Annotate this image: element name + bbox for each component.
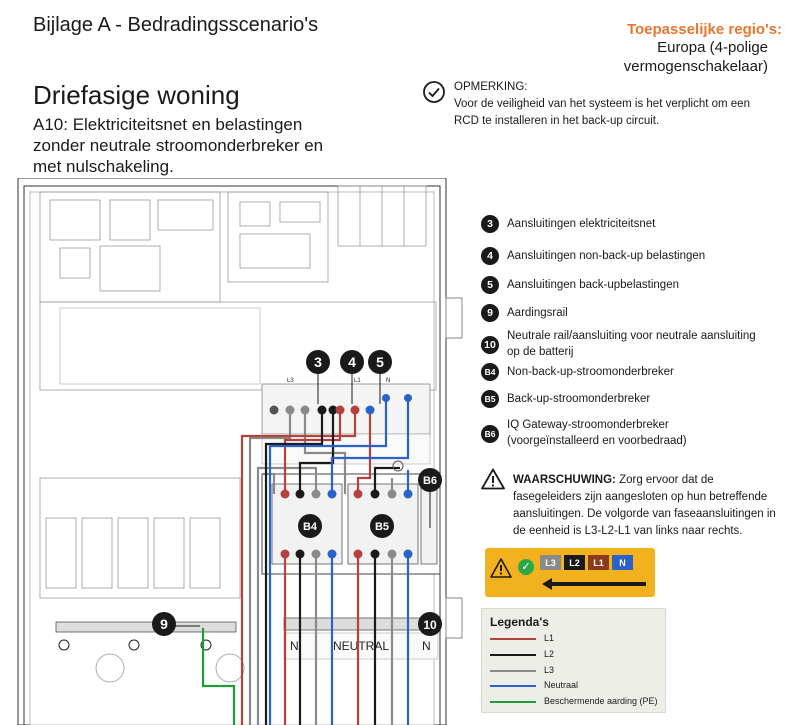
legend-item-text: Back-up-stroomonderbreker [507, 393, 651, 405]
terminal-label-l3: L3 [287, 378, 294, 384]
legend-item-text: Aardingsrail [507, 307, 568, 319]
arrow-left-icon [542, 578, 646, 590]
section-title: Driefasige woning [33, 80, 240, 110]
wire-l3 [303, 410, 347, 494]
wire-label-neutral: Neutraal [544, 680, 579, 690]
phase-label-l2: L2 [564, 555, 585, 570]
phase-label-n: N [612, 555, 633, 570]
callout-badge: B6 [481, 425, 499, 443]
wire-l3 [248, 410, 292, 725]
legend-item: B4 Non-back-up-stroomonderbreker [481, 363, 674, 381]
wire-legend: Legenda's L1 L2 L3 Neutraal Beschermende… [481, 608, 666, 713]
svg-text:5: 5 [376, 354, 384, 370]
neutral-rail-label-n-left: N [290, 639, 299, 653]
svg-text:B4: B4 [303, 521, 318, 533]
wire-swatch-l3 [490, 670, 536, 672]
note-text: Voor de veiligheid van het systeem is he… [454, 98, 750, 127]
wiring-diagram: L3 L1 N N NEUTRAL N [17, 178, 463, 725]
callout-badge: B5 [481, 390, 499, 408]
wire-l1 [240, 410, 357, 725]
svg-text:10: 10 [423, 618, 437, 632]
legend-item-text: Neutrale rail/aansluiting voor neutrale … [507, 330, 756, 358]
callout-badge: 5 [481, 276, 499, 294]
wire-label-pe: Beschermende aarding (PE) [544, 696, 658, 706]
terminal-screws [269, 394, 413, 559]
check-badge-icon: ✓ [518, 559, 534, 575]
wire-l2 [298, 410, 335, 494]
warning-triangle-icon [481, 468, 505, 490]
wire-label-l3: L3 [544, 665, 555, 675]
wire-neutral [330, 398, 410, 494]
svg-text:3: 3 [314, 354, 322, 370]
wire-neutral [268, 398, 388, 725]
callout-5: 5 [368, 350, 392, 404]
legend-item: 10 Neutrale rail/aansluiting voor neutra… [481, 328, 771, 360]
legend-item-text: Aansluitingen back-upbelastingen [507, 279, 679, 291]
legend-item: 4 Aansluitingen non-back-up belastingen [481, 247, 706, 265]
svg-text:B6: B6 [423, 475, 437, 487]
wire-swatch-pe [490, 701, 536, 703]
wire-label-l2: L2 [544, 649, 555, 659]
wire-label-l1: L1 [544, 633, 555, 643]
wire-swatch-neutral [490, 685, 536, 687]
legend-item-text: Non-back-up-stroomonderbreker [507, 366, 674, 378]
callout-badge: 10 [481, 336, 499, 354]
legend-item-text: Aansluitingen non-back-up belastingen [507, 250, 706, 262]
check-circle-icon [423, 81, 445, 103]
wire-l2 [373, 466, 400, 494]
phase-label-l1: L1 [588, 555, 609, 570]
callout-4: 4 [340, 350, 364, 404]
svg-text:4: 4 [348, 354, 356, 370]
callout-9: 9 [152, 612, 200, 636]
ground-rail [55, 621, 237, 651]
warning-triangle-icon [490, 558, 512, 578]
wire-l3 [256, 466, 318, 725]
control-board [39, 185, 437, 391]
lower-left-modules [39, 477, 245, 683]
header-title: Bijlage A - Bedradingsscenario's [33, 14, 319, 36]
terminal-label-n: N [386, 378, 390, 384]
wire-l1 [283, 410, 342, 478]
wire-swatch-l2 [490, 654, 536, 656]
wire-pe [201, 628, 236, 725]
legend-item-text: Aansluitingen elektriciteitsnet [507, 218, 656, 230]
wires [201, 398, 410, 725]
warning-body: Zorg ervoor dat de fasegeleiders zijn aa… [513, 474, 776, 537]
wire-l2 [264, 410, 324, 725]
region-value: Europa (4-polige vermogenschakelaar) [623, 39, 768, 75]
svg-text:9: 9 [160, 616, 168, 632]
wire-swatch-l1 [490, 638, 536, 640]
callout-badge: 3 [481, 215, 499, 233]
legend-item-text: IQ Gateway-stroomonderbreker (voorgeïnst… [507, 419, 687, 447]
callout-badge: B4 [481, 363, 499, 381]
scenario-title: A10: Elektriciteitsnet en belastingen zo… [33, 115, 324, 176]
callout-b5: B5 [370, 514, 394, 538]
neutral-rail-label: NEUTRAL [333, 639, 389, 653]
legend-item: 3 Aansluitingen elektriciteitsnet [481, 215, 656, 233]
callout-badge: 9 [481, 304, 499, 322]
legend-item: 5 Aansluitingen back-upbelastingen [481, 276, 679, 294]
breaker-panel [261, 473, 441, 575]
terminal-label-l1: L1 [354, 378, 361, 384]
callout-b6: B6 [418, 468, 442, 528]
callout-badge: 4 [481, 247, 499, 265]
region-label: Toepasselijke regio's: [626, 21, 782, 38]
svg-text:B5: B5 [375, 521, 389, 533]
note-title: OPMERKING: [454, 81, 528, 93]
neutral-rail-label-n-right: N [422, 639, 431, 653]
callout-10: 10 [418, 612, 442, 636]
callout-b4: B4 [298, 514, 322, 538]
phase-label-l3: L3 [540, 555, 561, 570]
neutral-rail [283, 617, 439, 660]
legend-item: B6 IQ Gateway-stroomonderbreker (voorgeï… [481, 417, 741, 449]
legend-item: B5 Back-up-stroomonderbreker [481, 390, 651, 408]
warning-label: WAARSCHUWING: [513, 474, 616, 486]
legend-item: 9 Aardingsrail [481, 304, 568, 322]
callout-3: 3 [306, 350, 330, 404]
wire-l1 [356, 410, 372, 494]
warning-text: WAARSCHUWING: Zorg ervoor dat de fasegel… [513, 472, 783, 540]
wire-legend-title: Legenda's [490, 615, 549, 629]
phase-order-sticker: ✓ L3 L2 L1 N [485, 548, 655, 597]
